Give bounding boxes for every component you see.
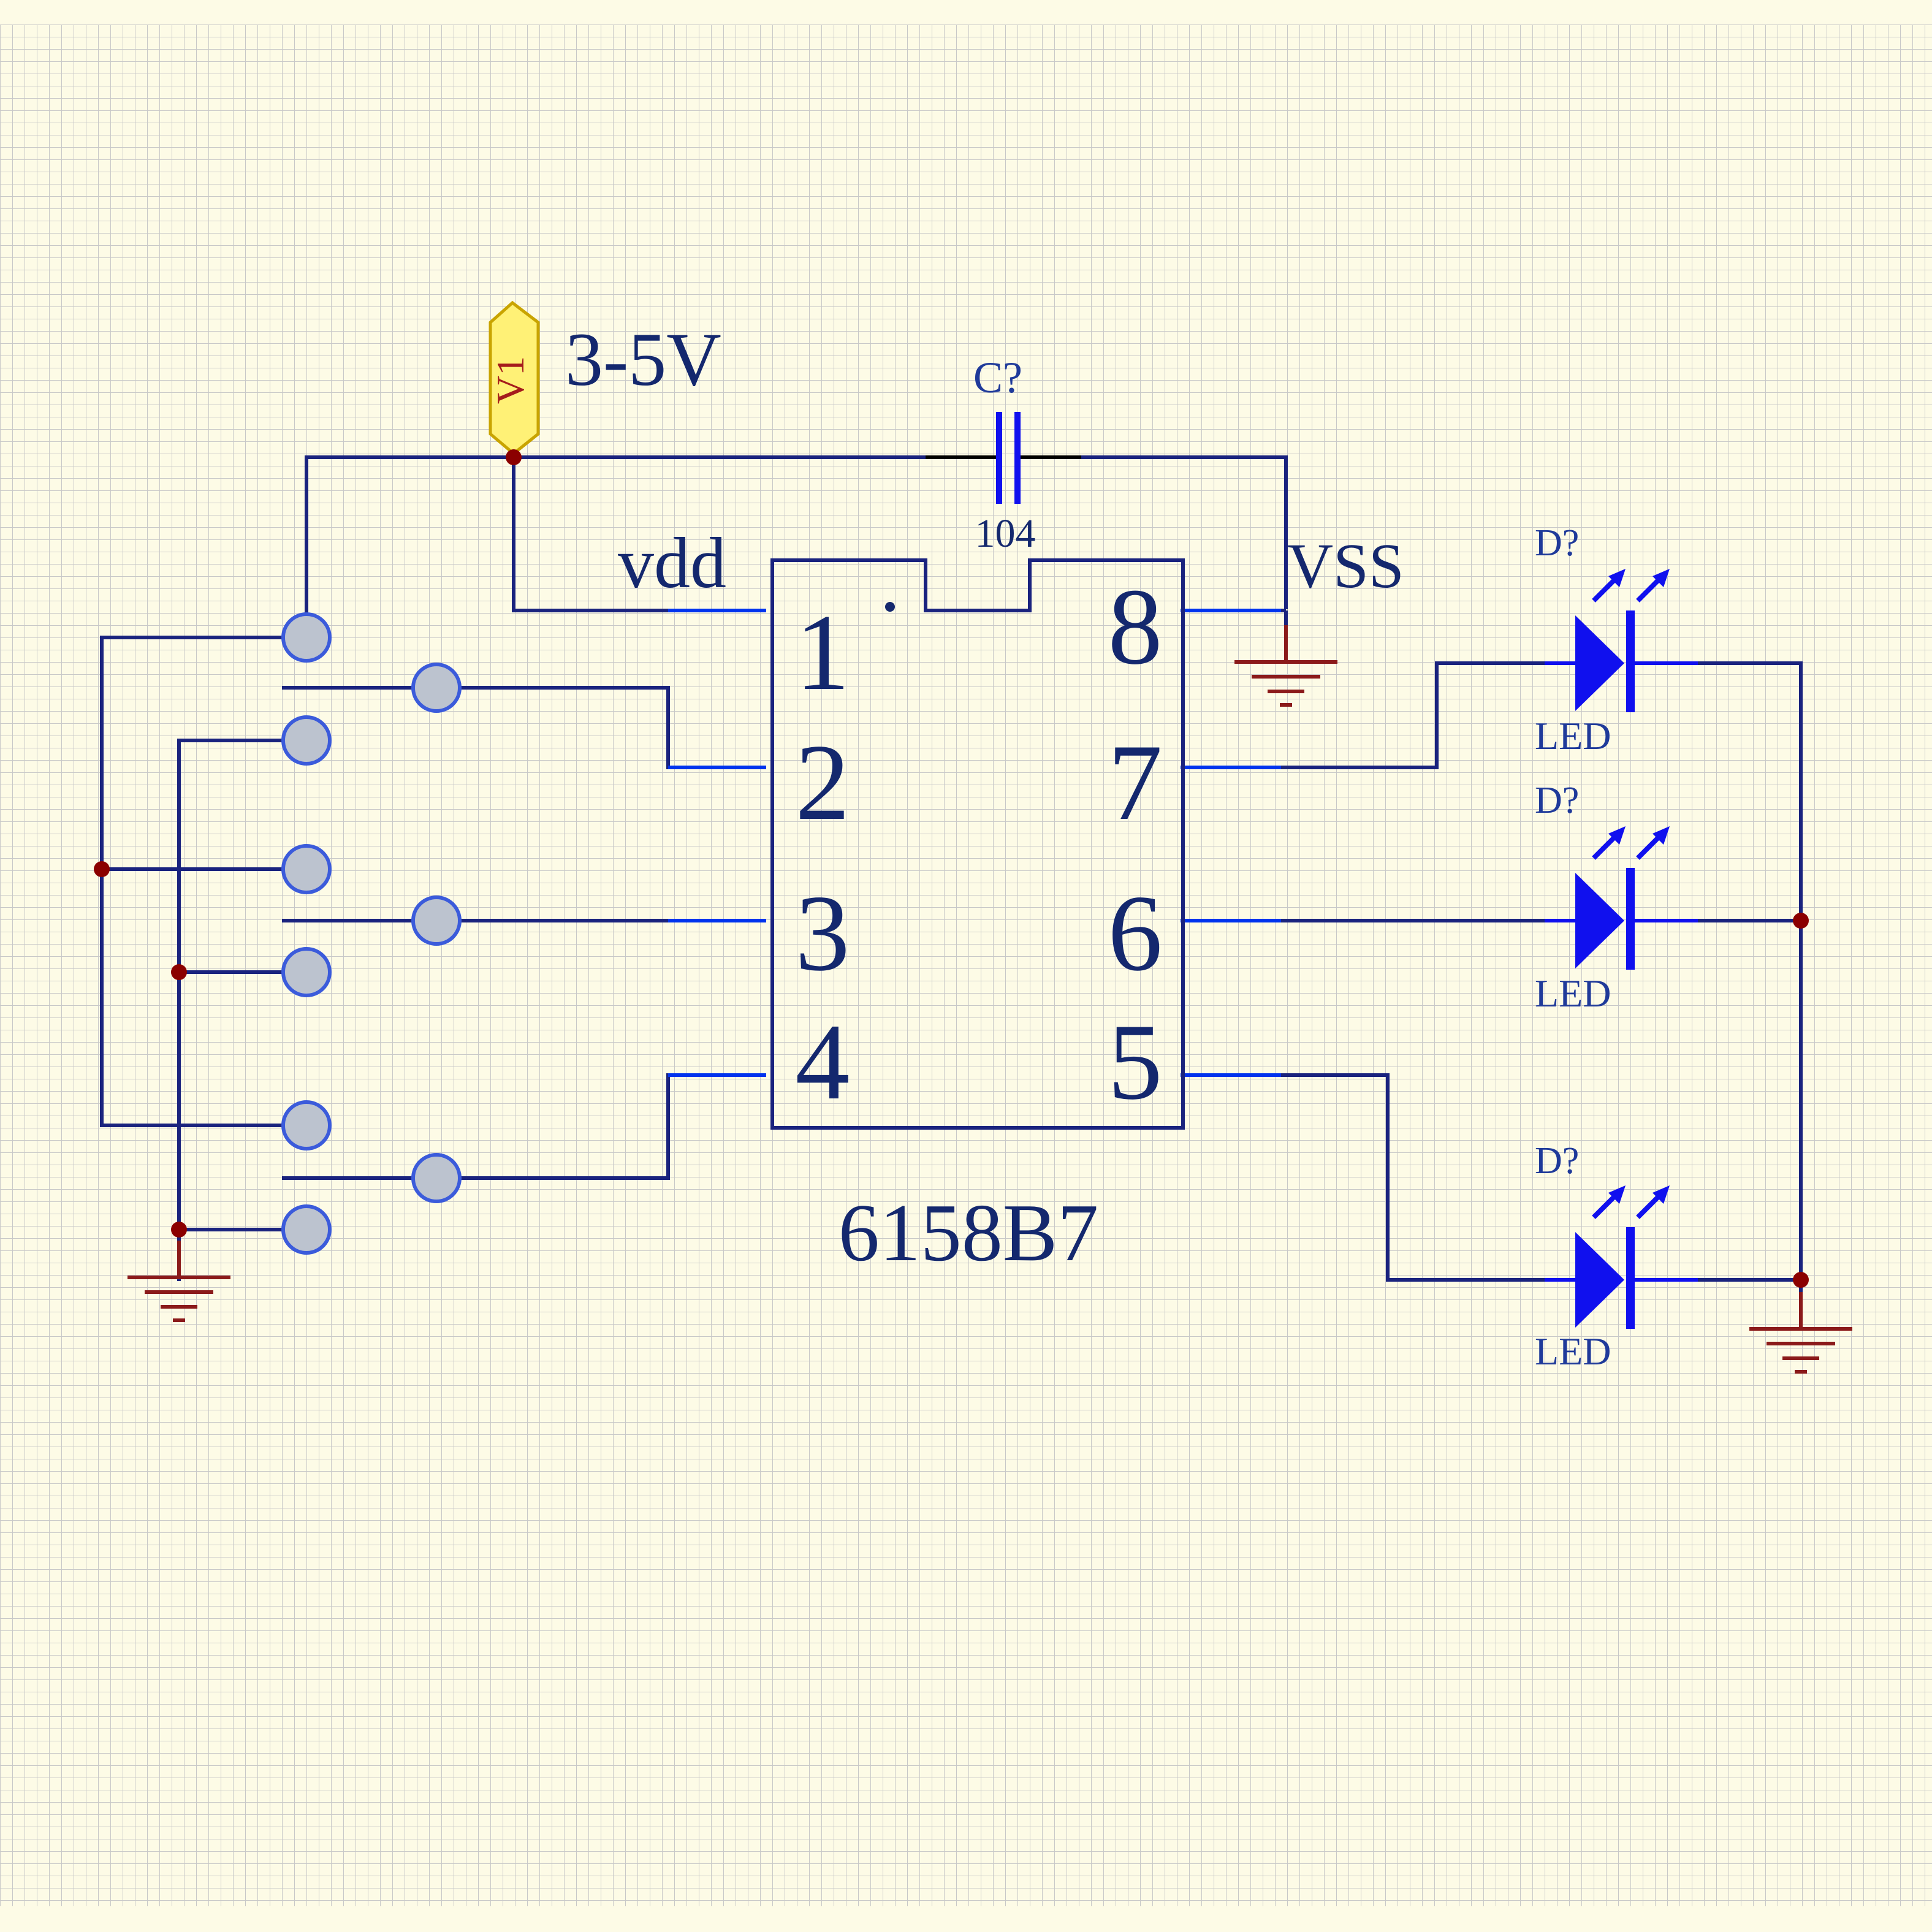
vcc-rail-wire [305, 455, 987, 619]
pin5-wire [1181, 1073, 1575, 1282]
led-2: D? LED [1535, 780, 1698, 1015]
led-1: D? LED [1535, 522, 1698, 758]
pin-number-8: 8 [1108, 566, 1163, 687]
capacitor-ref: C? [973, 353, 1022, 402]
junction-led3 [1793, 1272, 1809, 1288]
switch-contacts [281, 612, 462, 1255]
bus-a-wire [100, 636, 292, 1127]
led-3-value: LED [1535, 1329, 1611, 1373]
contact-1a [281, 612, 332, 663]
vss-label: VSS [1287, 531, 1404, 601]
led-3: D? LED [1535, 1140, 1698, 1373]
contact-2b [281, 947, 332, 997]
led-1-ref: D? [1535, 522, 1579, 564]
junction-vcc [506, 449, 522, 465]
junction-bus-b [171, 964, 187, 980]
capacitor: C? 104 [926, 353, 1081, 556]
switch3-common [411, 1153, 462, 1203]
led-1-value: LED [1535, 714, 1611, 758]
led-3-ref: D? [1535, 1140, 1579, 1182]
junctions [94, 449, 1809, 1288]
power-port-symbol [489, 300, 540, 456]
chip-body [770, 558, 1185, 1130]
led-2-value: LED [1535, 972, 1611, 1015]
pin-number-5: 5 [1108, 1001, 1163, 1122]
vcc-rail-wire-right [1030, 455, 1288, 609]
contact-1b [281, 715, 332, 766]
vdd-label: vdd [618, 523, 726, 603]
power-port: V1 3-5V [489, 300, 721, 456]
contact-3a [281, 1100, 332, 1150]
contact-2a [281, 844, 332, 894]
switch2-common [411, 896, 462, 946]
pin-number-6: 6 [1108, 872, 1163, 994]
pin-number-1: 1 [796, 591, 850, 713]
pin-number-7: 7 [1108, 721, 1163, 843]
capacitor-value: 104 [975, 511, 1036, 556]
supply-voltage-label: 3-5V [565, 318, 721, 401]
junction-led2 [1793, 913, 1809, 929]
junction-bus-a [94, 861, 110, 877]
bus-b-wire [177, 739, 292, 1231]
contact-3b [281, 1204, 332, 1255]
pin1-dot [885, 602, 895, 612]
led-2-ref: D? [1535, 780, 1579, 821]
pin-stubs [668, 609, 1281, 1077]
junction-bus-b-ground [171, 1222, 187, 1238]
chip: vdd VSS 1 2 3 4 5 6 7 8 6158B7 [618, 523, 1404, 1278]
switch1-common [411, 663, 462, 713]
vdd-wire [512, 457, 766, 612]
pin7-wire [1181, 661, 1575, 769]
pin-number-2: 2 [796, 721, 850, 843]
pin-number-3: 3 [796, 872, 850, 994]
pin-number-4: 4 [796, 1001, 850, 1122]
power-port-label: V1 [489, 356, 532, 404]
chip-part-number: 6158B7 [839, 1187, 1098, 1278]
